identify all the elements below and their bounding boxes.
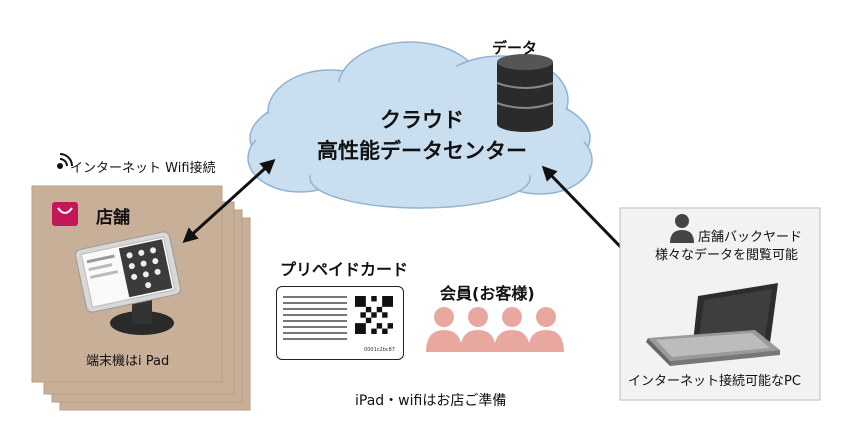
person-icon <box>670 214 694 243</box>
database-label: データ <box>492 39 538 57</box>
cloud-title-line2: 高性能データセンター <box>317 139 527 163</box>
backyard-line2: 様々なデータを閲覧可能 <box>655 248 799 263</box>
member-icons <box>426 307 564 352</box>
person-icon <box>426 307 462 352</box>
backyard-line1: 店舗バックヤード <box>698 230 803 245</box>
card-code: 0001c2bc87 <box>364 347 395 353</box>
laptop-icon <box>646 283 780 366</box>
arrow-store-cloud <box>182 158 276 244</box>
internet-wifi-label: インターネット Wifi接続 <box>70 161 216 176</box>
members-label: 会員(お客様) <box>440 284 535 303</box>
wifi-icon <box>57 153 73 169</box>
person-icon <box>528 307 564 352</box>
terminal-label: 端末機はi Pad <box>86 354 170 369</box>
ipad-terminal-icon <box>75 231 181 335</box>
shopping-bag-icon <box>52 202 78 226</box>
qr-code-icon <box>355 296 393 334</box>
prepaid-card: 0001c2bc87 <box>276 286 404 360</box>
database-icon <box>496 54 554 132</box>
store-title: 店舗 <box>96 208 130 228</box>
ipad-wifi-note: iPad・wifiはお店ご準備 <box>355 393 507 409</box>
person-icon <box>460 307 496 352</box>
prepaid-card-title: プリペイドカード <box>280 260 409 279</box>
pc-label: インターネット接続可能なPC <box>628 374 801 389</box>
card-text-lines <box>283 296 347 344</box>
person-icon <box>494 307 530 352</box>
cloud-title-line1: クラウド <box>380 108 464 132</box>
